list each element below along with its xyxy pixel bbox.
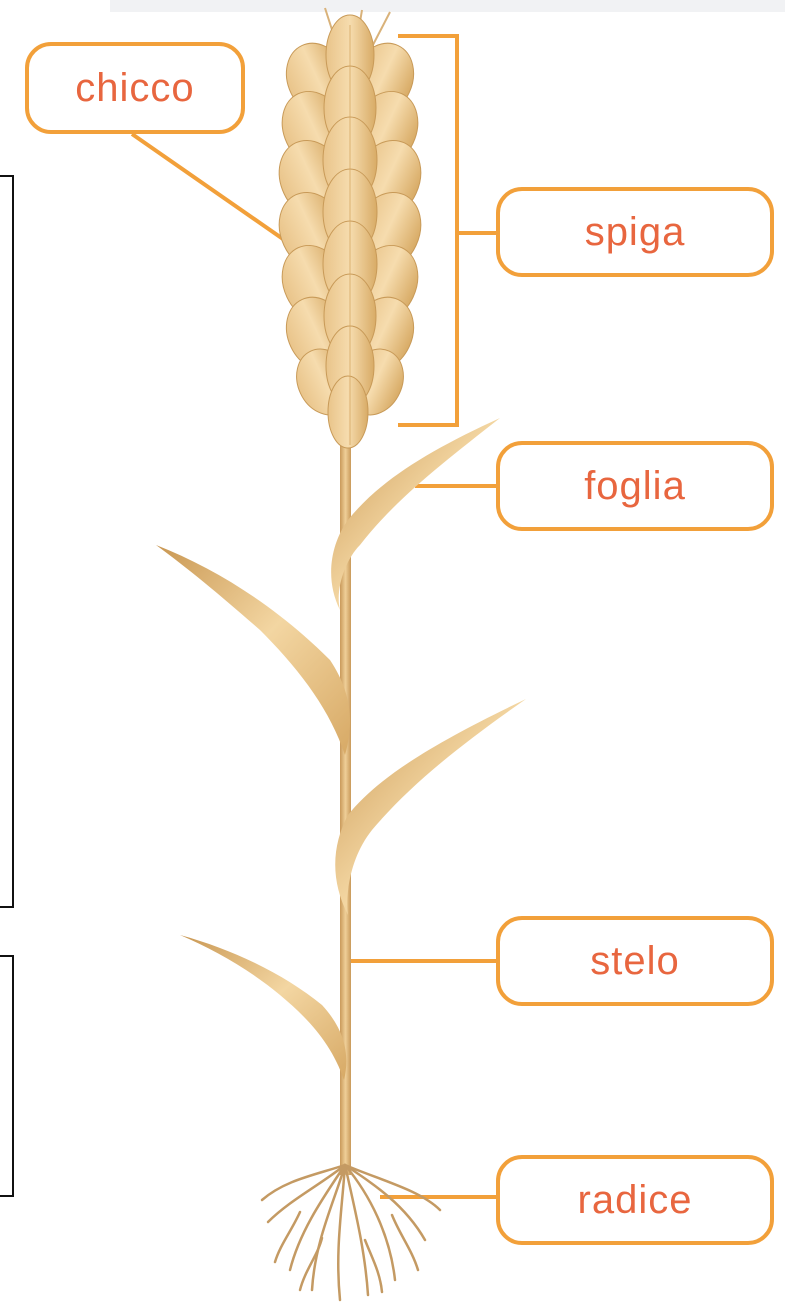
- label-chicco-text: chicco: [75, 66, 194, 111]
- roots: [262, 1165, 440, 1300]
- label-radice: radice: [496, 1155, 774, 1245]
- wheat-ear: [267, 8, 434, 448]
- label-foglia: foglia: [496, 441, 774, 531]
- leaf-2: [156, 545, 350, 755]
- label-spiga-text: spiga: [585, 210, 686, 255]
- label-stelo: stelo: [496, 916, 774, 1006]
- label-foglia-text: foglia: [584, 464, 686, 509]
- leaf-3: [335, 699, 526, 915]
- label-radice-text: radice: [578, 1178, 693, 1223]
- label-stelo-text: stelo: [590, 939, 680, 984]
- label-spiga: spiga: [496, 187, 774, 277]
- leaf-1: [331, 418, 500, 610]
- leaf-4: [180, 935, 346, 1080]
- label-chicco: chicco: [25, 42, 245, 134]
